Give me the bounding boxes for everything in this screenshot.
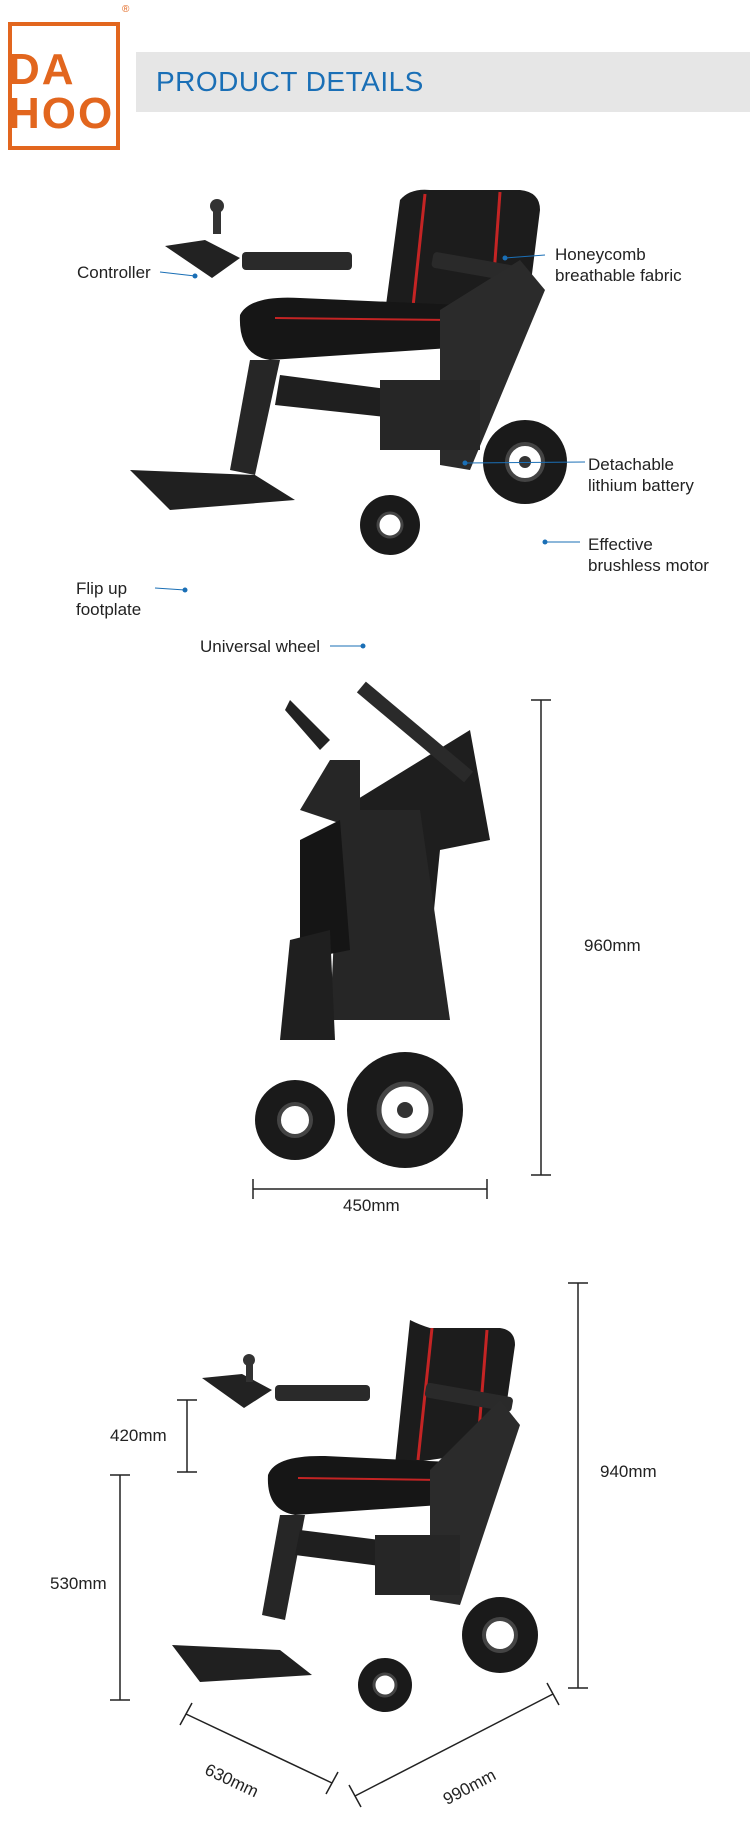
- callout-footplate-line-2: footplate: [76, 600, 142, 619]
- callout-motor-line-2: brushless motor: [588, 556, 709, 575]
- total-height-label: 940mm: [600, 1462, 657, 1481]
- armrest-height-label: 420mm: [110, 1426, 167, 1445]
- callout-brushless-motor: Effective brushless motor: [588, 534, 709, 576]
- callout-motor-line-1: Effective: [588, 535, 653, 554]
- seat-height-label: 530mm: [50, 1574, 107, 1593]
- callout-battery-line-1: Detachable: [588, 455, 675, 474]
- callout-universal-wheel: Universal wheel: [200, 636, 320, 657]
- logo-line-1: DA: [8, 45, 76, 94]
- brand-logo: DA HOO: [8, 48, 128, 136]
- wheelchair-feature-illustration: [130, 189, 586, 649]
- callout-footplate-line-1: Flip up: [76, 579, 128, 598]
- folded-width-label: 450mm: [343, 1196, 400, 1215]
- callout-lithium-battery: Detachable lithium battery: [588, 454, 694, 496]
- unfolded-wheelchair-illustration: [110, 1282, 588, 1808]
- header-band: [136, 52, 750, 112]
- callout-honeycomb-line-1: Honeycomb: [555, 245, 646, 264]
- folded-height-label: 960mm: [584, 936, 641, 955]
- callout-honeycomb-fabric: Honeycomb breathable fabric: [555, 244, 682, 286]
- callout-honeycomb-line-2: breathable fabric: [555, 266, 682, 285]
- callout-battery-line-2: lithium battery: [588, 476, 694, 495]
- brand-logo-frame: [8, 22, 120, 150]
- registered-mark: ®: [122, 4, 130, 15]
- callout-controller: Controller: [77, 262, 151, 283]
- folded-wheelchair-illustration: [252, 681, 551, 1199]
- callout-flip-up-footplate: Flip up footplate: [76, 578, 141, 620]
- logo-line-2: HOO: [8, 89, 115, 138]
- callout-controller-label: Controller: [77, 263, 151, 282]
- page-title: PRODUCT DETAILS: [156, 66, 424, 97]
- callout-wheel-label: Universal wheel: [200, 637, 320, 656]
